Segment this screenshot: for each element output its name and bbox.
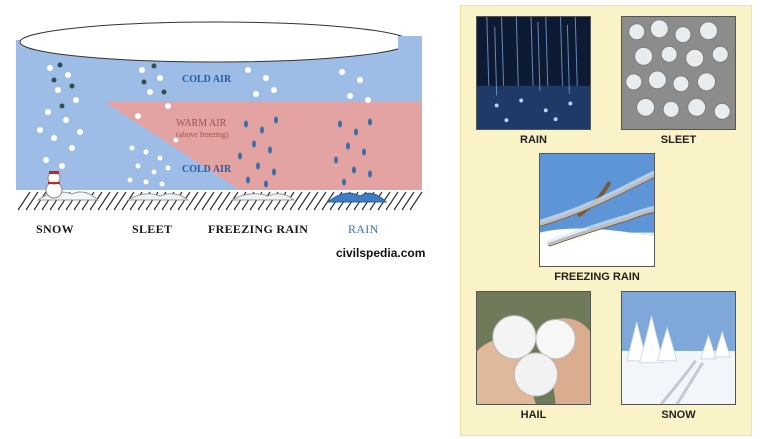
freezing-rain-photo [540,154,654,266]
photo-panel: RAIN SLEET [460,5,752,436]
tile-hail [476,291,591,405]
tile-sleet [621,16,736,130]
precipitation-diagram: COLD AIR WARM AIR (above freezing) COLD … [10,20,430,260]
caption-rain: RAIN [520,134,547,146]
rain-photo [477,17,590,129]
label-rain: RAIN [348,222,379,236]
label-sleet: SLEET [132,222,173,236]
cloud-edge [398,36,422,50]
cold-air-top-label: COLD AIR [182,74,232,85]
warm-air-note: (above freezing) [176,130,229,139]
caption-freezing-rain: FREEZING RAIN [554,271,640,283]
tile-snow [621,291,736,405]
site-credit: civilspedia.com [336,246,426,260]
diagram-graphic [16,21,423,211]
tile-freezing-rain [539,153,655,267]
warm-air-label: WARM AIR [176,118,227,129]
caption-hail: HAIL [520,409,547,421]
sleet-photo [622,17,735,129]
snow-photo [622,292,735,404]
caption-sleet: SLEET [660,134,697,146]
cold-air-bottom-label: COLD AIR [182,164,232,175]
hail-photo [477,292,590,404]
ground-hatching [16,190,423,211]
sleet-dark-flakes [141,63,167,95]
rain-top-flakes [339,69,371,103]
snow-flakes [37,65,83,169]
sleet-pellets [127,67,179,187]
caption-snow: SNOW [661,409,696,421]
sleet-pile [126,193,190,201]
rain-drops [334,118,372,186]
cloud [19,21,411,63]
ice-glaze [230,193,296,201]
freezing-rain-top-flakes [245,67,277,97]
rain-puddle [326,192,388,203]
label-snow: SNOW [36,222,74,236]
warm-air-wedge [105,102,422,190]
freezing-rain-drops [238,116,278,188]
label-freezing-rain: FREEZING RAIN [208,222,309,236]
snowman-icon [45,171,63,199]
snow-dark-flakes [51,62,75,109]
tile-rain [476,16,591,130]
